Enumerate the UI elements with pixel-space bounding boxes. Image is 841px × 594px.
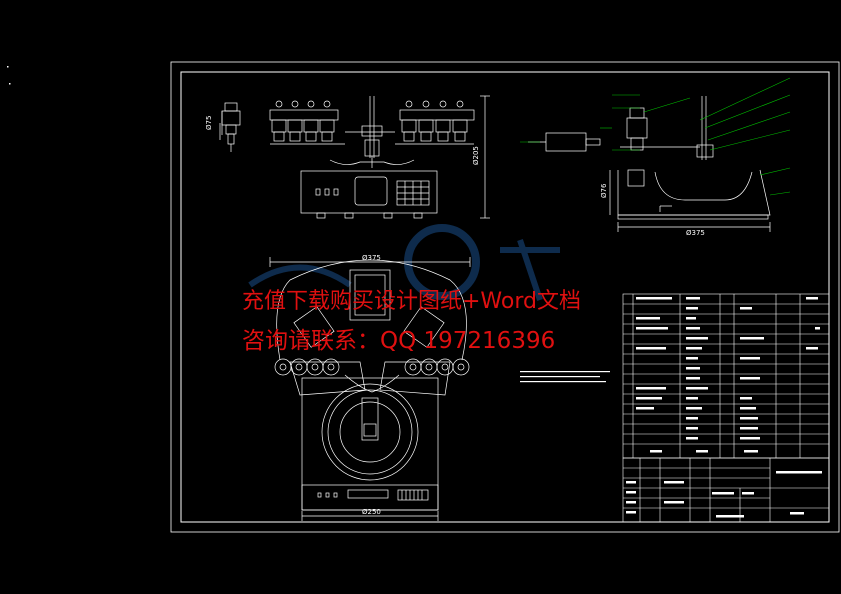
side-view-small [219,102,241,152]
plan-view [269,257,471,521]
stray-mark [7,66,9,68]
parts-list [622,293,830,459]
stray-mark [9,83,11,85]
watermark-line-1: 充值下载购买设计图纸+Word文档 [242,289,581,314]
title-block [622,457,830,523]
side-elevation [528,96,771,232]
front-elevation [269,95,490,219]
dim-width-top: Ø375 [362,254,381,262]
parts-list-text [636,297,820,453]
dim-width-front: Ø250 [362,508,381,516]
watermark-line-2: 咨询请联系：QQ 197216396 [242,328,556,354]
dim-d2: Ø76 [600,183,608,198]
leader-lines [520,77,791,196]
technical-notes [520,371,610,383]
outer-frame [170,61,840,533]
title-block-text [626,471,822,518]
dim-height: Ø205 [472,146,480,165]
dim-width-side: Ø375 [686,229,705,237]
dim-d1: Ø75 [205,116,213,130]
